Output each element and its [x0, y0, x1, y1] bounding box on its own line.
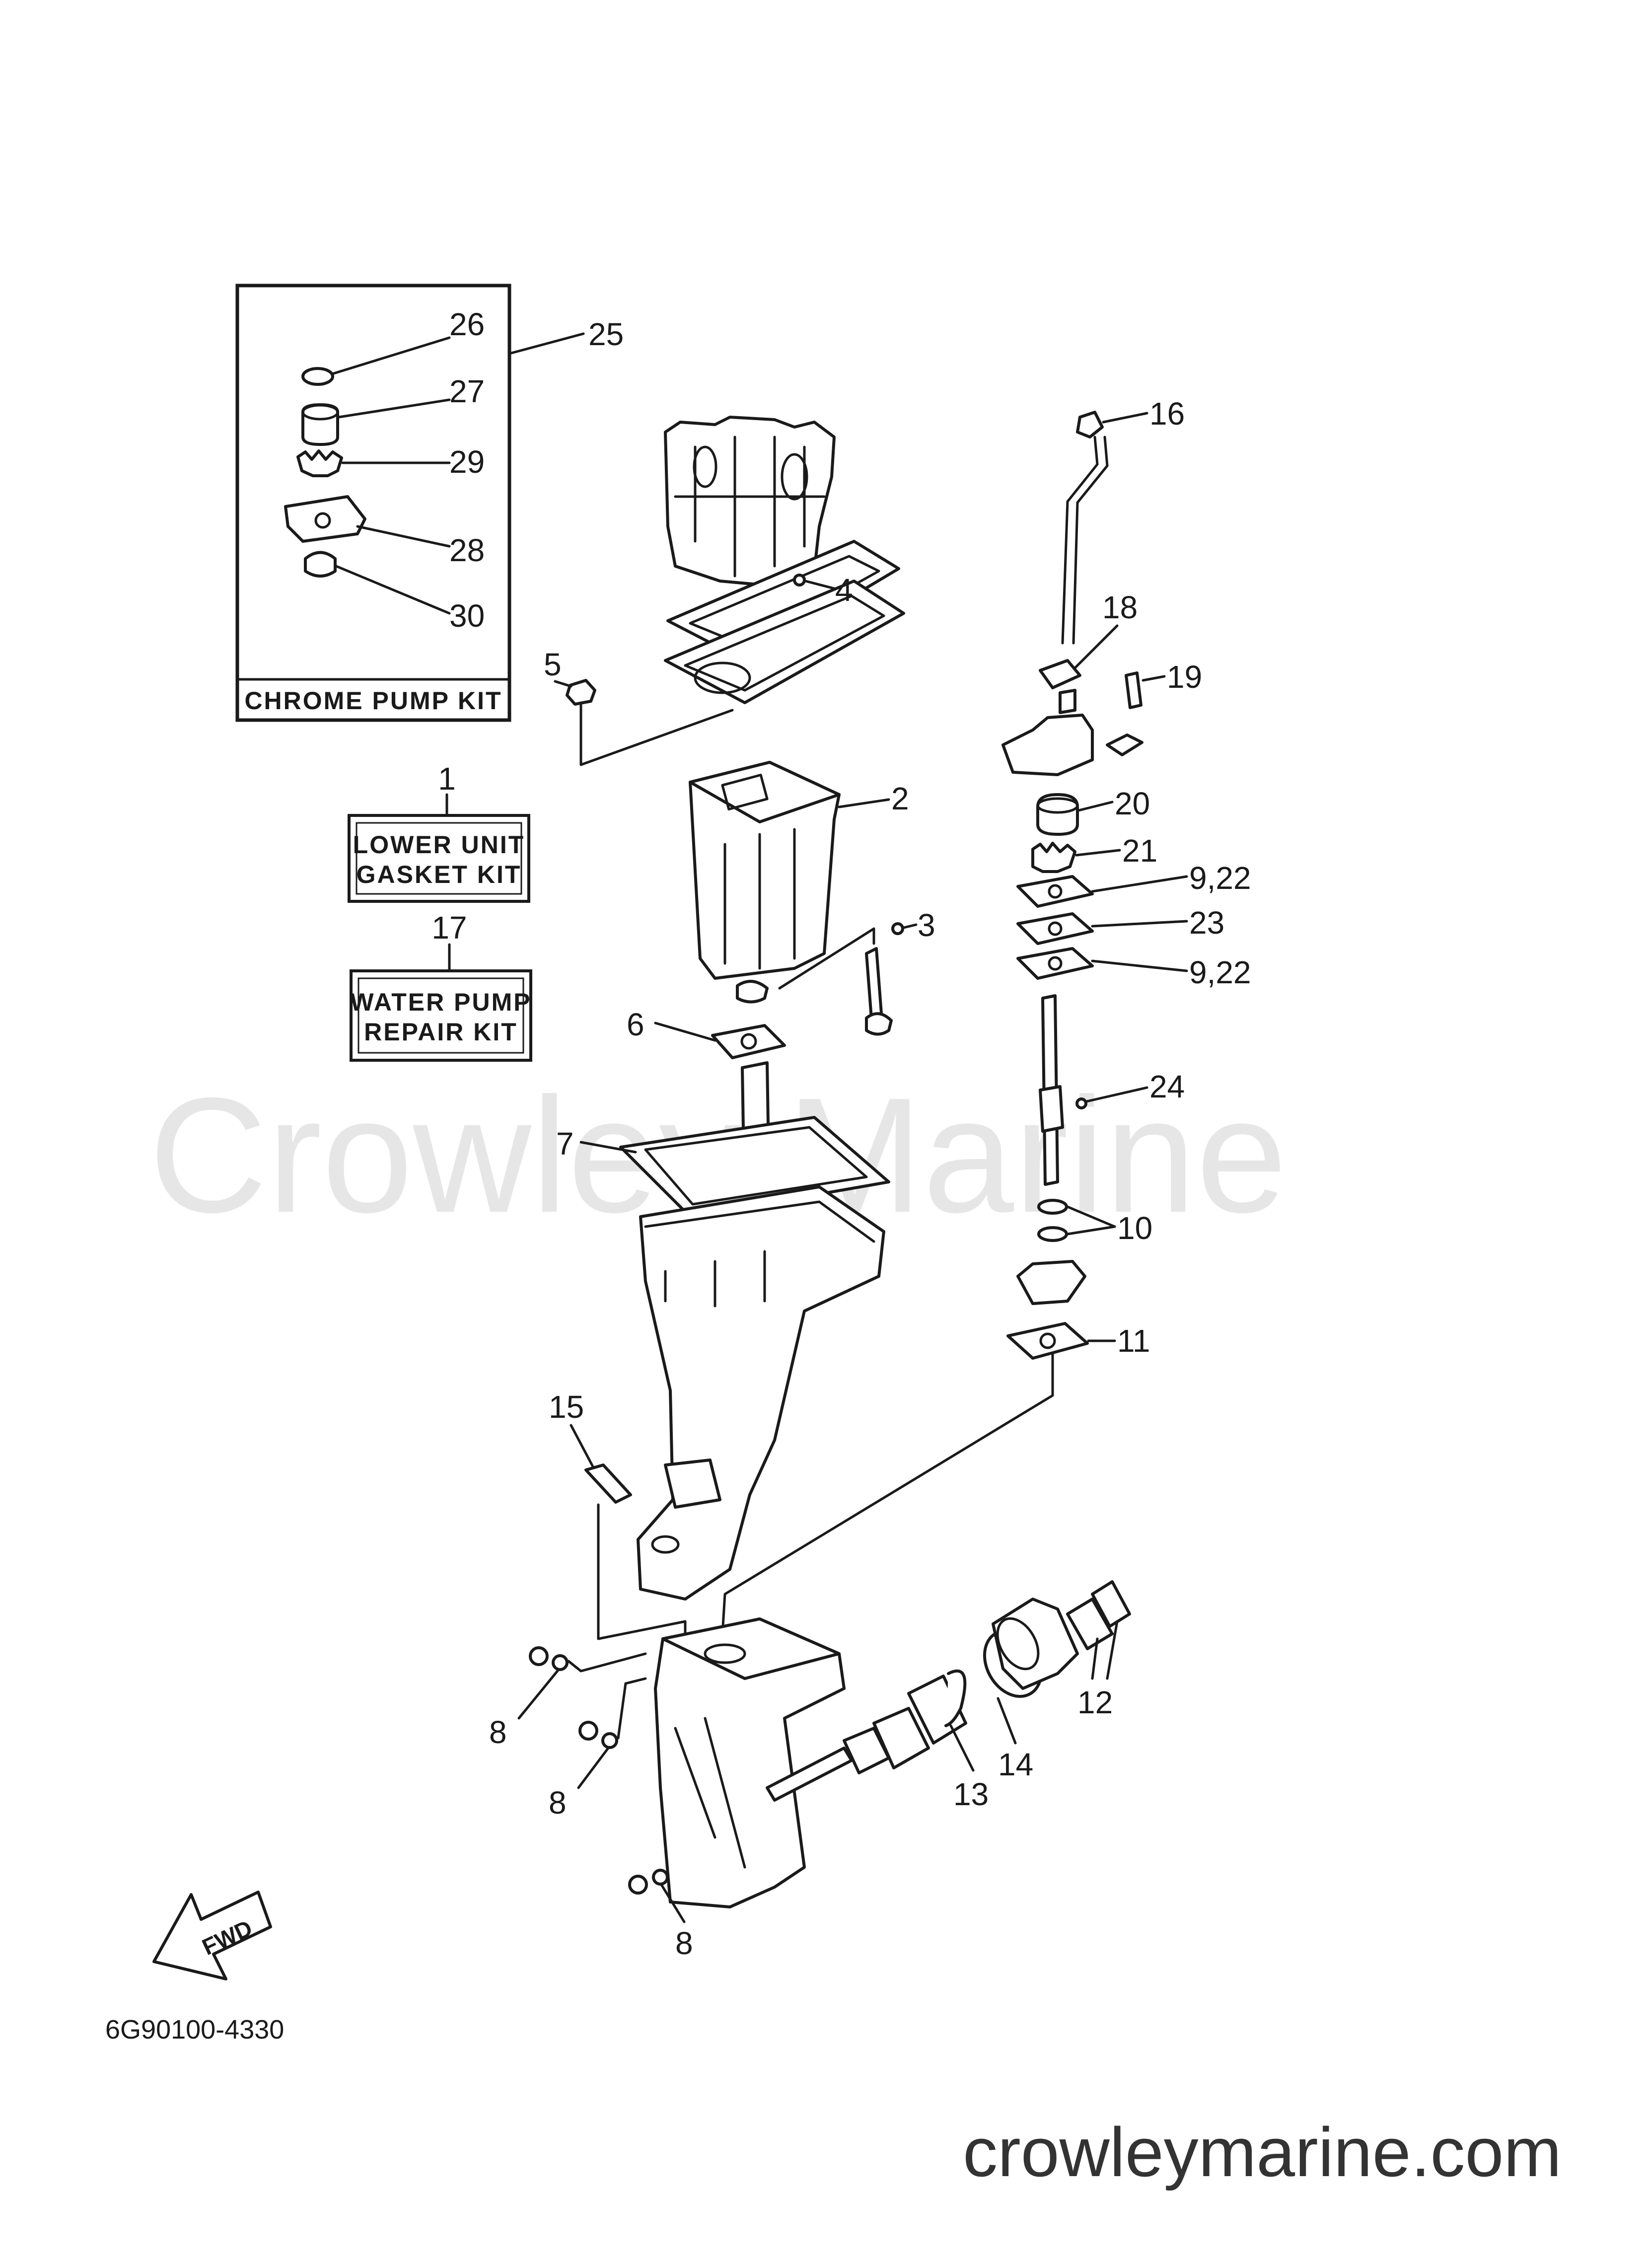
- part-29-impeller[interactable]: [296, 449, 343, 477]
- callout-14: 14: [998, 1747, 1033, 1782]
- callout-4: 4: [835, 572, 853, 608]
- callout-8-lower: 8: [675, 1925, 693, 1961]
- part-9-22-plate-upper[interactable]: [1016, 875, 1094, 908]
- part-13-o-ring[interactable]: [944, 1670, 967, 1727]
- callout-19: 19: [1167, 659, 1202, 695]
- part-15-anode[interactable]: [584, 1463, 632, 1504]
- part-9-22-plate-lower[interactable]: [1016, 947, 1094, 980]
- callout-17: 17: [431, 910, 467, 946]
- part-30-seal[interactable]: [304, 551, 337, 578]
- part-20-insert-cartridge[interactable]: [1036, 793, 1079, 836]
- callout-15: 15: [549, 1389, 584, 1425]
- callout-18: 18: [1102, 589, 1138, 625]
- diagram-code: 6G90100-4330: [105, 2015, 284, 2045]
- lower-unit-kit-line2: GASKET KIT: [357, 861, 522, 888]
- part-24-pin[interactable]: [1075, 1097, 1087, 1109]
- callout-9-22-upper: 9,22: [1189, 860, 1251, 896]
- part-5-grommet[interactable]: [566, 679, 596, 706]
- part-10-washer-upper[interactable]: [1037, 1199, 1068, 1215]
- water-pump-kit-line2: REPAIR KIT: [364, 1018, 518, 1046]
- part-3-o-ring[interactable]: [891, 922, 904, 935]
- chrome-pump-kit-box[interactable]: CHROME PUMP KIT 26 27 29 28 30: [235, 284, 511, 722]
- lower-unit-kit-line1: LOWER UNIT: [353, 831, 525, 859]
- part-pump-housing[interactable]: [1001, 714, 1094, 776]
- callout-29: 29: [449, 444, 485, 480]
- lower-unit-gearcase[interactable]: [654, 1617, 846, 1908]
- callout-16: 16: [1149, 396, 1185, 432]
- callout-11: 11: [1117, 1323, 1150, 1359]
- part-28-outer-plate[interactable]: [284, 495, 366, 543]
- part-dowel-pin[interactable]: [865, 947, 883, 1020]
- chrome-pump-kit-title: CHROME PUMP KIT: [244, 687, 502, 715]
- site-name: crowleymarine.com: [963, 2113, 1562, 2191]
- part-16-grommet[interactable]: [1076, 411, 1104, 439]
- callout-23: 23: [1189, 905, 1224, 941]
- propeller-shaft-assembly[interactable]: [766, 1675, 967, 1802]
- callout-26: 26: [449, 306, 485, 342]
- part-8-bolt-upper[interactable]: [529, 1646, 569, 1671]
- callout-20: 20: [1115, 786, 1150, 821]
- callout-2: 2: [891, 781, 909, 816]
- callout-30: 30: [449, 598, 485, 634]
- lower-unit-gasket-kit-box[interactable]: LOWER UNIT GASKET KIT: [348, 814, 530, 903]
- callout-28: 28: [449, 532, 485, 568]
- upper-casing-assembly[interactable]: [664, 416, 836, 587]
- part-6-gasket[interactable]: [711, 1024, 786, 1059]
- callout-5: 5: [544, 647, 562, 682]
- drive-shaft-housing[interactable]: [637, 1185, 885, 1601]
- part-10-washer-lower[interactable]: [1037, 1226, 1068, 1242]
- callout-27: 27: [449, 373, 485, 409]
- forward-direction-arrow: FWD: [152, 1891, 272, 1980]
- part-grommet-2[interactable]: [736, 980, 769, 1004]
- part-26-plate[interactable]: [301, 367, 334, 386]
- callout-8-middle: 8: [549, 1785, 567, 1821]
- callout-7: 7: [556, 1126, 574, 1162]
- callout-12: 12: [1077, 1684, 1113, 1720]
- part-pump-base[interactable]: [1016, 1260, 1086, 1305]
- callout-1: 1: [438, 761, 456, 797]
- water-pump-kit-line1: WATER PUMP: [350, 988, 531, 1016]
- bearing-housing[interactable]: [989, 1598, 1079, 1690]
- water-pump-repair-kit-box[interactable]: WATER PUMP REPAIR KIT: [350, 969, 532, 1062]
- callout-24: 24: [1149, 1069, 1185, 1104]
- callout-3: 3: [918, 907, 935, 943]
- part-2-exhaust-guide[interactable]: [689, 761, 841, 980]
- part-4-o-ring[interactable]: [793, 574, 806, 586]
- part-11-gasket[interactable]: [1006, 1322, 1089, 1360]
- callout-6: 6: [627, 1007, 644, 1042]
- callout-8-upper: 8: [489, 1714, 507, 1750]
- part-tube-fitting[interactable]: [1059, 689, 1076, 714]
- part-18-grommet-plate[interactable]: [1039, 659, 1081, 689]
- callout-25: 25: [588, 316, 624, 352]
- callout-10: 10: [1117, 1210, 1152, 1246]
- part-grommet-lower[interactable]: [865, 1012, 893, 1036]
- part-exhaust-plate[interactable]: [664, 580, 905, 704]
- part-8-bolt-lower[interactable]: [628, 1869, 669, 1895]
- part-12-bearings[interactable]: [1066, 1580, 1131, 1650]
- part-21-impeller[interactable]: [1031, 842, 1076, 873]
- part-water-tube[interactable]: [1061, 436, 1099, 645]
- callout-9-22-lower: 9,22: [1189, 954, 1251, 990]
- part-8-bolt-middle[interactable]: [578, 1721, 618, 1749]
- part-19-washer[interactable]: [1106, 733, 1143, 756]
- part-27-insert-cartridge[interactable]: [301, 403, 339, 446]
- part-23-outer-plate[interactable]: [1016, 912, 1094, 945]
- part-19-bolt[interactable]: [1125, 671, 1142, 709]
- callout-21: 21: [1122, 833, 1157, 869]
- callout-13: 13: [953, 1776, 989, 1812]
